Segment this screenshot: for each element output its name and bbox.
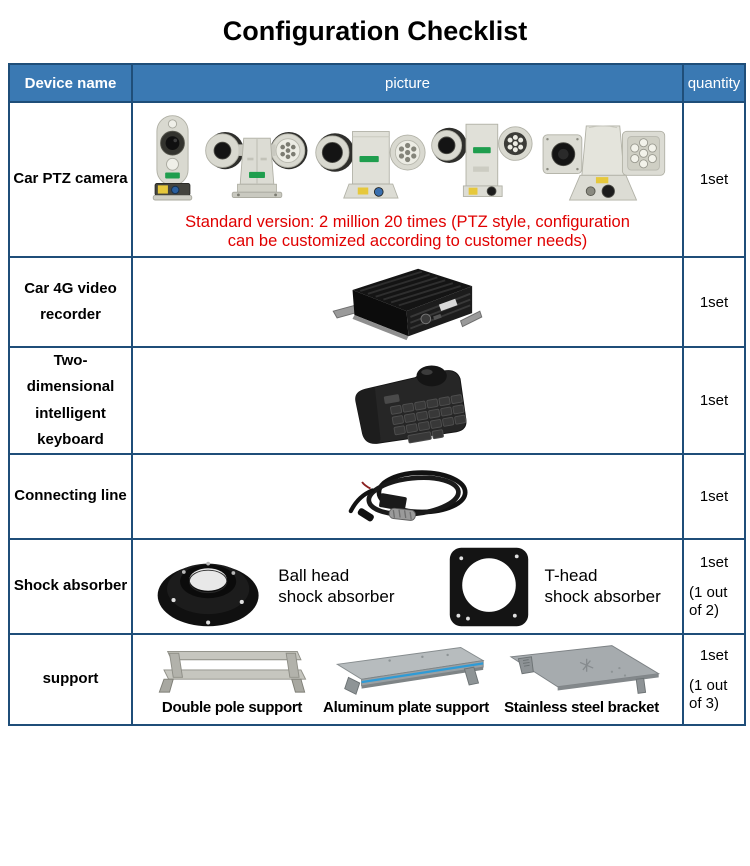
quantity-connecting-line: 1set — [682, 453, 746, 540]
ptz-dome-camera-image — [152, 114, 193, 200]
shock-absorber-quantity-value: 1set — [699, 553, 729, 571]
row-support: support Double pole support — [8, 633, 746, 726]
quantity-intelligent-keyboard: 1set — [682, 346, 746, 455]
quantity-shock-absorber: 1set (1 out of 2) — [682, 538, 746, 635]
ball-head-shock-absorber-image — [157, 561, 259, 626]
control-keyboard-image — [354, 365, 466, 444]
quantity-car-ptz-camera: 1set — [682, 101, 746, 258]
row-shock-absorber: Shock absorber Ball head shock absorber — [8, 538, 746, 635]
row-connecting-line: Connecting line 1set — [8, 453, 746, 540]
ptz-camera-gallery — [145, 112, 670, 211]
quantity-support: 1set (1 out of 3) — [682, 633, 746, 726]
device-name-support: support — [8, 633, 133, 726]
column-header-quantity: quantity — [682, 63, 746, 103]
ball-head-shock-absorber-label: Ball head shock absorber — [278, 566, 395, 606]
device-name-intelligent-keyboard: Two-dimensional intelligent keyboard — [8, 346, 133, 455]
video-recorder-image — [332, 268, 483, 341]
picture-cell-intelligent-keyboard — [131, 346, 684, 455]
double-pole-support-image — [158, 650, 307, 693]
support-quantity-note: (1 out of 3) — [689, 676, 728, 712]
double-pole-support-figure: Double pole support — [151, 640, 313, 716]
picture-cell-shock-absorber: Ball head shock absorber T-head shock ab… — [131, 538, 684, 635]
shock-absorber-quantity-note: (1 out of 2) — [689, 583, 728, 619]
page-title: Configuration Checklist — [222, 16, 528, 46]
t-head-shock-absorber-image — [449, 547, 528, 626]
t-head-shock-absorber-label: T-head shock absorber — [544, 566, 661, 606]
device-name-car-4g-video-recorder: Car 4G video recorder — [8, 256, 133, 348]
stainless-steel-bracket-figure: Stainless steel bracket — [499, 640, 664, 716]
support-quantity-value: 1set — [699, 646, 729, 664]
stainless-steel-bracket-label: Stainless steel bracket — [504, 699, 659, 716]
row-car-ptz-camera: Car PTZ camera — [8, 101, 746, 258]
ptz-t-camera-2-image — [315, 130, 426, 198]
device-name-car-ptz-camera: Car PTZ camera — [8, 101, 133, 258]
device-name-shock-absorber: Shock absorber — [8, 538, 133, 635]
ptz-t-camera-1-image — [205, 131, 308, 198]
table-header-row: Device name picture quantity — [8, 63, 746, 103]
picture-cell-support: Double pole support Aluminum plate suppo… — [131, 633, 684, 726]
picture-cell-car-4g-video-recorder — [131, 256, 684, 348]
aluminum-plate-support-label: Aluminum plate support — [323, 699, 489, 716]
ptz-t-camera-4-image — [542, 125, 666, 200]
aluminum-plate-support-figure: Aluminum plate support — [321, 640, 491, 716]
picture-cell-car-ptz-camera: Standard version: 2 million 20 times (PT… — [131, 101, 684, 258]
device-name-connecting-line: Connecting line — [8, 453, 133, 540]
aluminum-plate-support-image — [335, 646, 485, 695]
configuration-table: Device name picture quantity Car PTZ cam… — [8, 63, 746, 726]
quantity-car-4g-video-recorder: 1set — [682, 256, 746, 348]
row-car-4g-video-recorder: Car 4G video recorder 1set — [8, 256, 746, 348]
double-pole-support-label: Double pole support — [161, 699, 303, 716]
stainless-steel-bracket-image — [509, 645, 661, 694]
column-header-picture: picture — [131, 63, 684, 103]
column-header-device-name: Device name — [8, 63, 133, 103]
ptz-t-camera-3-image — [431, 123, 533, 197]
ptz-configuration-note: Standard version: 2 million 20 times (PT… — [185, 212, 630, 250]
connecting-cable-image — [348, 469, 468, 521]
row-intelligent-keyboard: Two-dimensional intelligent keyboard — [8, 346, 746, 455]
picture-cell-connecting-line — [131, 453, 684, 540]
